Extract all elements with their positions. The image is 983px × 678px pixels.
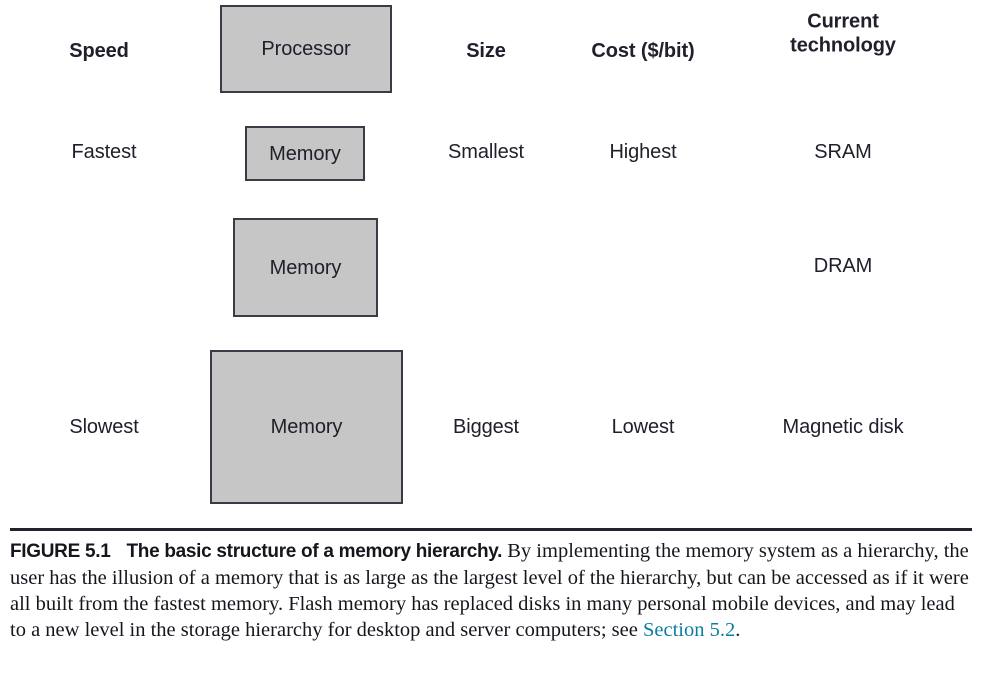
row-3-cost-value: Lowest	[611, 416, 675, 439]
caption-body-end: .	[735, 619, 741, 641]
row-3-size-value: Biggest	[452, 416, 520, 439]
caption-figure-number: FIGURE 5.1	[10, 541, 111, 562]
column-header-size: Size	[466, 40, 506, 63]
caption-divider	[10, 528, 972, 531]
hierarchy-box-processor-label: Processor	[261, 38, 351, 60]
hierarchy-box-memory-level3: Memory	[210, 350, 403, 504]
caption-title: The basic structure of a memory hierarch…	[126, 541, 503, 562]
column-header-cost: Cost ($/bit)	[591, 40, 695, 63]
caption-section-link[interactable]: Section 5.2	[643, 619, 736, 641]
column-header-current-technology-line2: technology	[790, 34, 896, 56]
hierarchy-box-memory-level2: Memory	[233, 218, 378, 317]
row-1-speed-value: Fastest	[71, 141, 137, 164]
row-1-size-value: Smallest	[448, 141, 524, 164]
hierarchy-box-processor: Processor	[220, 5, 392, 93]
hierarchy-box-memory-level2-label: Memory	[269, 256, 342, 279]
column-header-current-technology: Current technology	[790, 10, 896, 57]
row-2-technology-value: DRAM	[813, 255, 873, 278]
caption-body: By implementing the memory system as a h…	[10, 540, 969, 641]
memory-hierarchy-diagram: Speed Size Cost ($/bit) Current technolo…	[69, 5, 904, 504]
column-header-current-technology-line1: Current	[807, 10, 879, 33]
row-1-technology-value: SRAM	[814, 141, 872, 164]
row-3-technology-value: Magnetic disk	[782, 416, 904, 439]
hierarchy-box-memory-level3-label: Memory	[270, 416, 343, 438]
row-3-speed-value: Slowest	[69, 416, 139, 439]
hierarchy-box-memory-level1-label: Memory	[269, 142, 341, 165]
figure-caption: FIGURE 5.1 The basic structure of a memor…	[10, 538, 973, 643]
hierarchy-box-memory-level1: Memory	[245, 126, 365, 181]
column-header-speed: Speed	[69, 40, 129, 63]
row-1-cost-value: Highest	[609, 141, 677, 164]
